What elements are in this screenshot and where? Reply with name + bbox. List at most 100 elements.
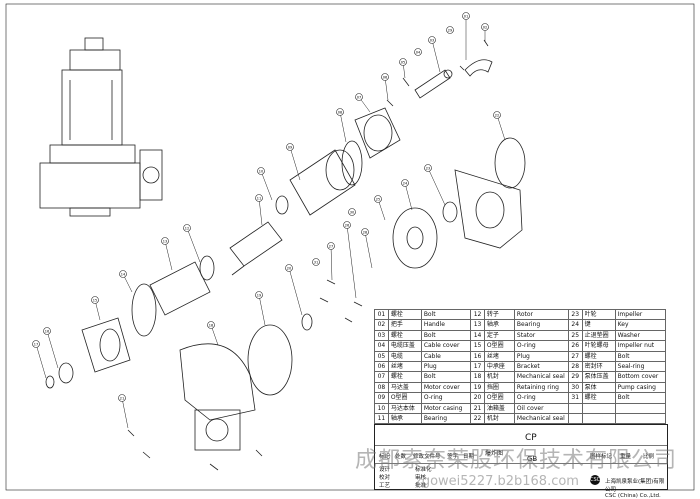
part-no: 29 xyxy=(567,371,583,383)
label-count: 处数 xyxy=(395,454,407,460)
part-no xyxy=(567,402,583,415)
part-en: Key xyxy=(614,319,667,331)
part-no: 23 xyxy=(567,308,583,321)
balloon-number: 20 xyxy=(287,267,291,271)
part-en: Rotor xyxy=(513,308,569,321)
part-cn: 泵体 xyxy=(581,381,616,394)
part-no: 10 xyxy=(374,402,389,415)
part-en: Bearing xyxy=(420,413,472,425)
part-cn: 轴承 xyxy=(483,319,515,331)
label-mark: 标记 xyxy=(379,454,391,460)
part-cn: 螺栓 xyxy=(581,350,616,363)
part-cn: 电缆 xyxy=(387,350,422,363)
balloon-number: 31 xyxy=(314,261,318,265)
part-cn: 油箱盖 xyxy=(483,402,515,415)
part-cn: 定子 xyxy=(483,329,515,342)
part-cn: 电缆压盖 xyxy=(387,340,422,352)
part-en: Plug xyxy=(513,350,569,363)
impeller-part xyxy=(392,207,438,269)
balloon-number: 02 xyxy=(483,26,487,30)
balloon-number: 07 xyxy=(357,96,361,100)
stator-part xyxy=(149,255,215,316)
part-no: 16 xyxy=(470,350,485,363)
part-en: Bracket xyxy=(513,361,569,373)
label-design: 设计 xyxy=(379,467,391,473)
part-no: 28 xyxy=(567,361,583,373)
balloon-number: 23 xyxy=(426,167,430,171)
part-cn xyxy=(581,413,616,425)
balloon-number: 04 xyxy=(416,51,421,55)
part-en: O-ring xyxy=(420,392,472,404)
part-no: 27 xyxy=(567,350,583,363)
part-cn: 螺栓 xyxy=(387,308,422,321)
o-ring-part xyxy=(494,137,526,189)
part-no: 08 xyxy=(374,381,389,394)
pump-casing-part xyxy=(179,324,293,451)
balloon-number: 09 xyxy=(288,146,292,150)
part-no: 18 xyxy=(470,371,485,383)
part-no: 12 xyxy=(470,308,485,321)
part-no: 25 xyxy=(567,329,583,342)
part-cn: 螺栓 xyxy=(387,371,422,383)
part-cn: 止退垫圈 xyxy=(581,329,616,342)
part-en: Pump casing xyxy=(614,381,667,394)
part-cn: 丝堵 xyxy=(387,361,422,373)
part-no xyxy=(567,413,583,425)
balloon-number: 10 xyxy=(259,170,263,174)
part-en: Bolt xyxy=(614,350,667,363)
part-no: 26 xyxy=(567,340,583,352)
part-cn: 螺栓 xyxy=(581,392,616,404)
company-logo: CSC xyxy=(590,475,601,485)
part-cn: 螺栓 xyxy=(387,329,422,342)
assembled-pump xyxy=(39,37,163,217)
part-no: 19 xyxy=(470,381,485,394)
part-balloons xyxy=(32,12,501,402)
part-no: 11 xyxy=(374,413,389,425)
balloon-number: 21 xyxy=(120,397,124,401)
part-en: Motor cover xyxy=(420,381,472,394)
label-date: 日期 xyxy=(463,454,475,460)
part-no: 04 xyxy=(374,340,389,352)
part-no: 07 xyxy=(374,371,389,383)
balloon-number: 12 xyxy=(185,227,189,231)
o-ring-part xyxy=(131,283,157,337)
balloon-number: 22 xyxy=(495,114,499,118)
label-approve: 批准 xyxy=(415,483,427,489)
part-en: Bolt xyxy=(420,329,472,342)
part-en xyxy=(614,413,667,425)
motor-cover-part xyxy=(354,107,401,159)
label-craft: 工艺 xyxy=(379,483,391,489)
label-sign: 签字 xyxy=(447,454,459,460)
part-cn: 转子 xyxy=(483,308,515,321)
balloon-number: 25 xyxy=(376,198,380,202)
label-check: 校对 xyxy=(379,475,391,481)
label-stage: 图样标记 xyxy=(590,454,613,460)
standard-code: GB xyxy=(527,455,538,463)
balloon-number: 14 xyxy=(121,273,126,277)
part-no: 01 xyxy=(374,308,389,321)
bottom-cover-part xyxy=(454,169,523,249)
part-cn: O型圈 xyxy=(387,392,422,404)
balloon-number: 26 xyxy=(345,224,349,228)
part-en: Impeller xyxy=(614,308,667,321)
motor-casing-part xyxy=(289,149,356,216)
part-en: Oil cover xyxy=(513,402,569,415)
balloon-number: 03 xyxy=(430,39,434,43)
handle-part xyxy=(414,59,493,99)
label-revision: 修改文件号 xyxy=(413,454,441,460)
part-no: 31 xyxy=(567,392,583,404)
part-cn: 马达本体 xyxy=(387,402,422,415)
label-weight: 重量 xyxy=(620,454,632,460)
label-standardize: 标准化 xyxy=(415,467,432,473)
part-cn: 密封环 xyxy=(581,361,616,373)
part-en: Handle xyxy=(420,319,472,331)
balloon-number: 24 xyxy=(403,182,408,186)
part-cn: 丝堵 xyxy=(483,350,515,363)
bracket-part xyxy=(81,317,131,373)
title-block: CP 爆炸图 GB 标记 处数 修改文件号 签字 日期 设计 校对 工艺 标准化… xyxy=(374,424,668,499)
